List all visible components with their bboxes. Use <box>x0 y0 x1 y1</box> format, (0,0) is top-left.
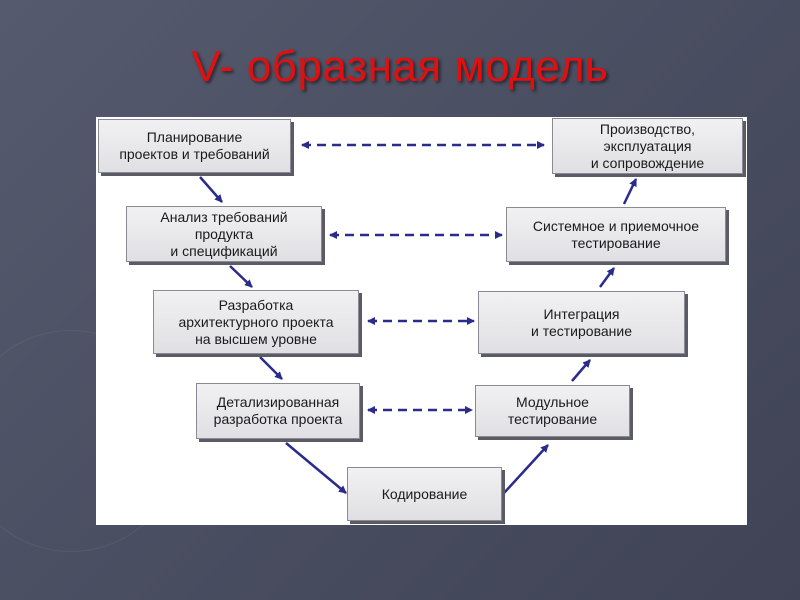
stage-detailed-design: Детализированная разработка проекта <box>196 383 360 439</box>
slide-title: V- образная модель <box>191 42 609 91</box>
stage-planning: Планирование проектов и требований <box>98 119 291 173</box>
flow-arrow-detailed-coding <box>285 442 347 494</box>
stage-analysis: Анализ требований продукта и спецификаци… <box>126 206 322 262</box>
flow-arrow-analysis-architecture <box>229 265 253 288</box>
flow-arrow-architecture-detailed <box>259 356 283 380</box>
stage-unit-testing: Модульное тестирование <box>475 385 630 437</box>
flow-arrow-coding-unit <box>503 444 549 494</box>
flow-arrow-integration-system <box>598 267 616 288</box>
stage-system-testing: Системное и приемочное тестирование <box>506 207 726 262</box>
diagram-panel: Планирование проектов и требований Анали… <box>96 117 747 525</box>
flow-arrow-planning-analysis <box>199 176 223 203</box>
flow-arrow-unit-integration <box>571 359 591 382</box>
stage-integration: Интеграция и тестирование <box>478 291 685 354</box>
flow-arrow-system-production <box>622 178 638 205</box>
stage-production: Производство, эксплуатация и сопровожден… <box>552 118 743 174</box>
stage-architecture: Разработка архитектурного проекта на выс… <box>153 290 359 354</box>
connector-layer <box>199 141 638 494</box>
stage-coding: Кодирование <box>347 467 502 521</box>
